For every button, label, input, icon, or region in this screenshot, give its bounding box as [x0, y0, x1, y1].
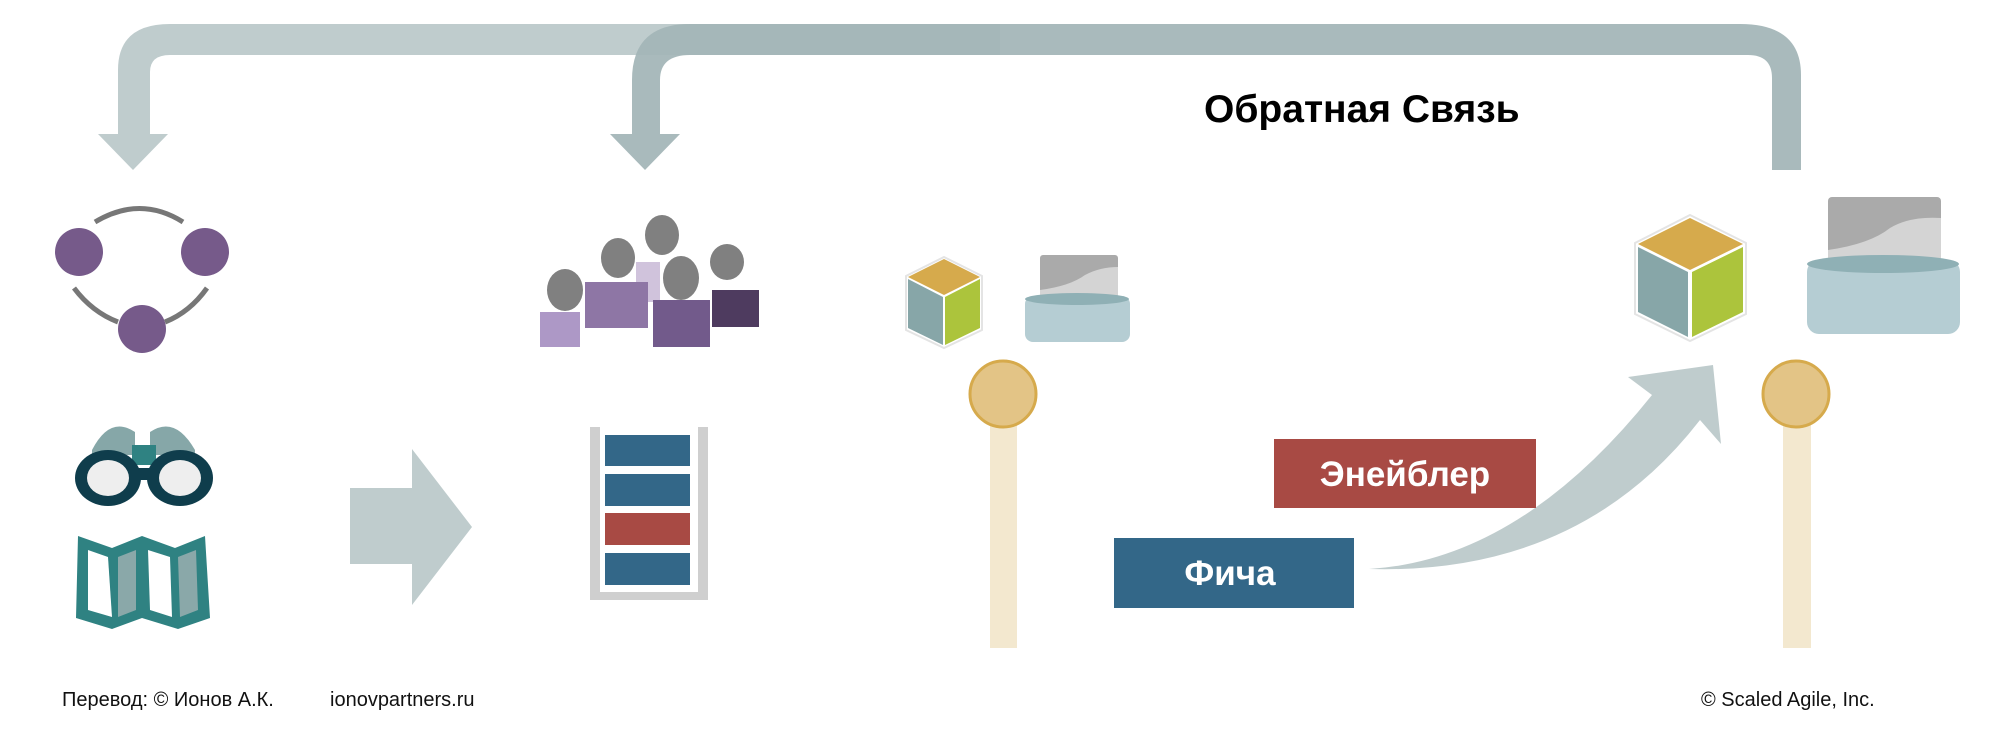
solution-cube-icon-small [905, 255, 983, 350]
solution-cube-icon-large [1634, 213, 1747, 343]
feature-label: Фича [1184, 554, 1276, 593]
server-icon-small [1025, 255, 1130, 342]
translation-credit: Перевод: © Ионов А.К. [62, 689, 274, 711]
people-group-icon [540, 215, 759, 347]
process-arrow-icon [350, 449, 472, 605]
milestone-pin-left [968, 359, 1038, 648]
feedback-arrow-main [610, 24, 1801, 170]
backlog-icon [590, 427, 708, 600]
binoculars-icon [75, 426, 213, 506]
feedback-title: Обратная Связь [1204, 88, 1520, 131]
copyright: © Scaled Agile, Inc. [1701, 689, 1875, 711]
progress-curved-arrow [1369, 365, 1721, 570]
network-icon [55, 206, 229, 353]
enabler-label: Энейблер [1320, 455, 1490, 494]
server-icon-large [1807, 197, 1960, 334]
map-icon [76, 536, 210, 629]
website-link[interactable]: ionovpartners.ru [330, 689, 475, 711]
feature-box: Фича [1114, 538, 1354, 608]
milestone-pin-right [1761, 359, 1831, 648]
enabler-box: Энейблер [1274, 439, 1536, 508]
